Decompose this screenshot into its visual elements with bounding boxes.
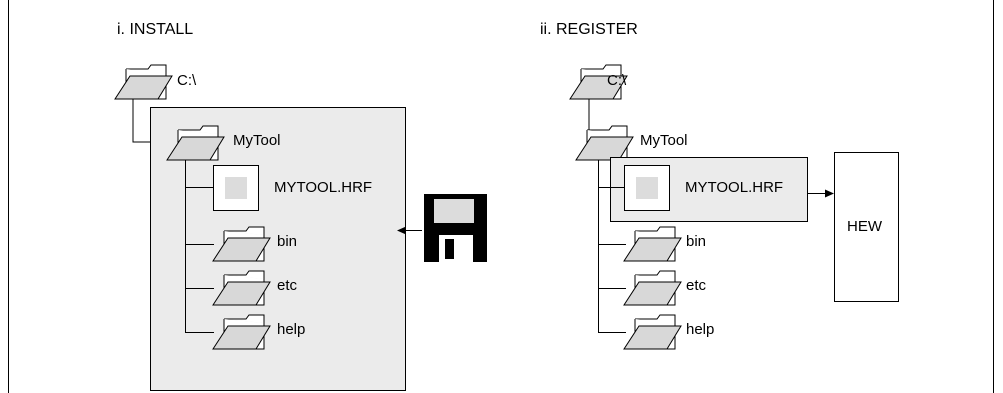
root-folder-icon xyxy=(114,64,173,100)
hew-box xyxy=(834,152,899,302)
tree-connector xyxy=(132,99,158,143)
register-file-label: MYTOOL.HRF xyxy=(685,179,784,196)
register-folder-label: MyTool xyxy=(640,132,688,149)
install-heading: i. INSTALL xyxy=(117,21,194,38)
install-section xyxy=(114,64,487,391)
install-help-label: help xyxy=(277,321,306,338)
etc-folder-icon xyxy=(623,270,682,306)
install-etc-label: etc xyxy=(277,277,298,294)
register-heading: ii. REGISTER xyxy=(540,21,638,38)
install-bin-label: bin xyxy=(277,233,298,250)
register-etc-label: etc xyxy=(686,277,707,294)
hrf-file-inner xyxy=(225,177,247,199)
arrow-icon xyxy=(825,189,834,198)
register-section xyxy=(569,64,899,350)
floppy-disk-icon xyxy=(424,194,487,262)
hew-label: HEW xyxy=(847,218,882,235)
install-root-label: C:\ xyxy=(177,72,197,89)
hrf-file-inner xyxy=(636,177,658,199)
install-file-label: MYTOOL.HRF xyxy=(274,179,373,196)
register-bin-label: bin xyxy=(686,233,707,250)
register-help-label: help xyxy=(686,321,715,338)
arrow-icon xyxy=(397,226,406,235)
register-root-label: C:\ xyxy=(607,72,627,89)
bin-folder-icon xyxy=(623,226,682,262)
mytool-folder-icon xyxy=(575,125,634,161)
install-folder-label: MyTool xyxy=(233,132,281,149)
help-folder-icon xyxy=(623,314,682,350)
